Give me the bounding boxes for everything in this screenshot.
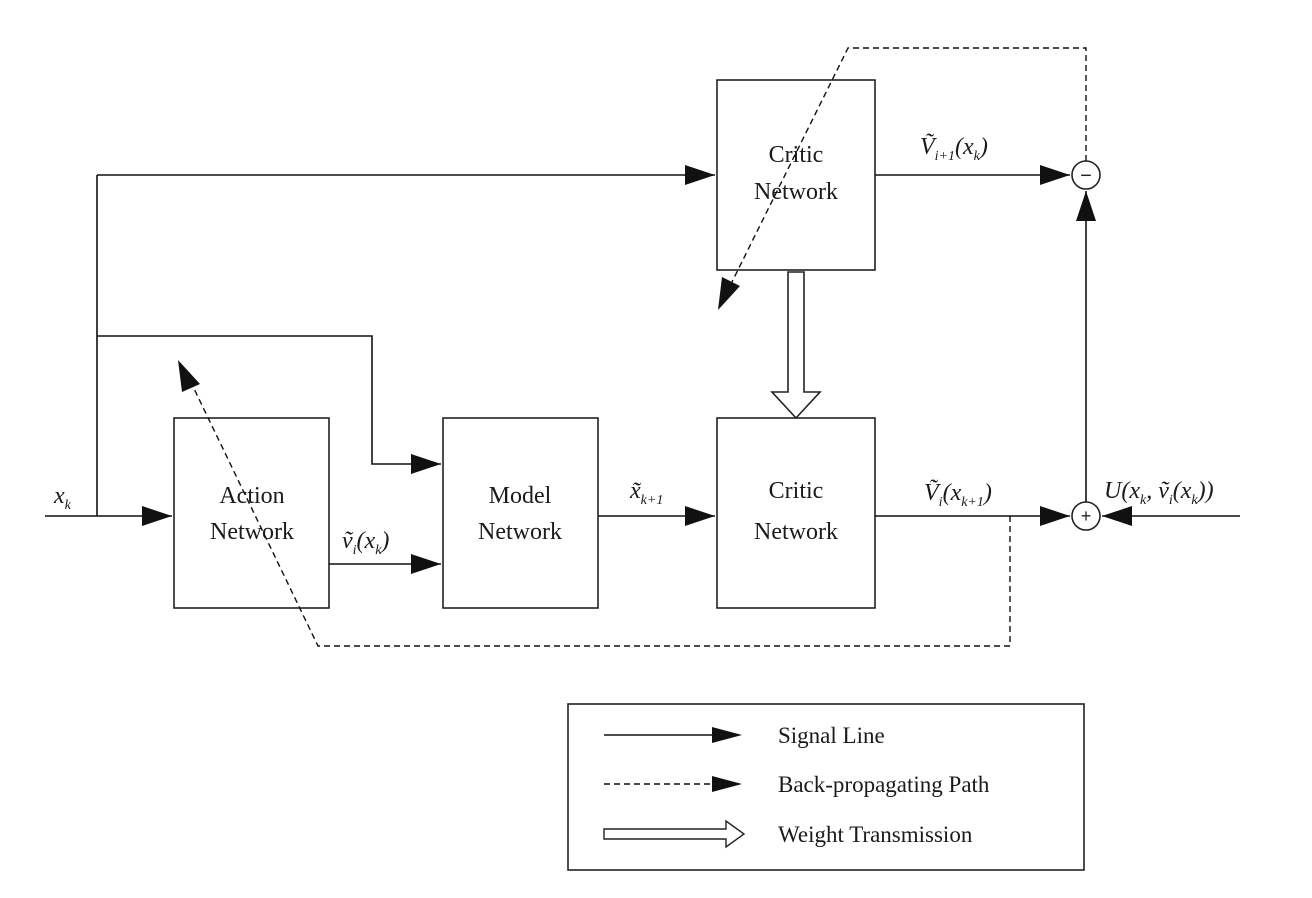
xk-to-model-line	[97, 335, 441, 474]
junction-top-sign: −	[1080, 165, 1092, 187]
label-utility: U(xk, ṽi(xk))	[1104, 478, 1214, 508]
label-v-action: ṽi(xk)	[342, 528, 389, 558]
junction-bottom: +	[1071, 501, 1101, 531]
critic-network-bottom-block: Critic Network	[716, 417, 876, 609]
legend-box	[567, 703, 1085, 871]
legend-weight-arrow-sample	[603, 819, 746, 849]
legend-signal-label: Signal Line	[778, 723, 885, 748]
legend-weight-label: Weight Transmission	[778, 822, 973, 847]
label-V-i: Ṽi(xk+1)	[924, 479, 992, 510]
critic-bottom-label-2: Network	[754, 519, 838, 545]
action-label-2: Network	[210, 519, 294, 545]
junction-bottom-sign: +	[1081, 506, 1092, 526]
backprop-action-path	[185, 371, 1011, 647]
action-network-block: Action Network	[173, 417, 330, 609]
backprop-paths	[185, 47, 1087, 647]
label-xk: xk	[53, 483, 72, 513]
legend: Signal Line Back-propagating Path Weight…	[567, 703, 1085, 871]
backprop-arrowhead-action	[178, 360, 200, 392]
legend-backprop-arrowhead	[712, 776, 742, 792]
backprop-critic-top-path	[727, 47, 1087, 291]
critic-top-label-2: Network	[754, 179, 838, 205]
model-label-1: Model	[489, 483, 552, 509]
backprop-arrowhead-critic	[718, 277, 740, 310]
critic-network-top-block: Critic Network	[716, 79, 876, 271]
label-x-next: x̃k+1	[629, 478, 663, 508]
legend-signal-arrowhead	[712, 727, 742, 743]
action-label-1: Action	[219, 483, 284, 509]
model-label-2: Network	[478, 519, 562, 545]
critic-bottom-label-1: Critic	[769, 478, 824, 504]
junction-top: −	[1071, 160, 1101, 190]
weight-transmission-arrow	[770, 271, 822, 420]
signal-lines	[45, 165, 1240, 574]
label-V-next: Ṽi+1(xk)	[920, 133, 988, 164]
legend-backprop-label: Back-propagating Path	[778, 772, 990, 797]
critic-top-label-1: Critic	[769, 142, 824, 168]
model-network-block: Model Network	[442, 417, 599, 609]
